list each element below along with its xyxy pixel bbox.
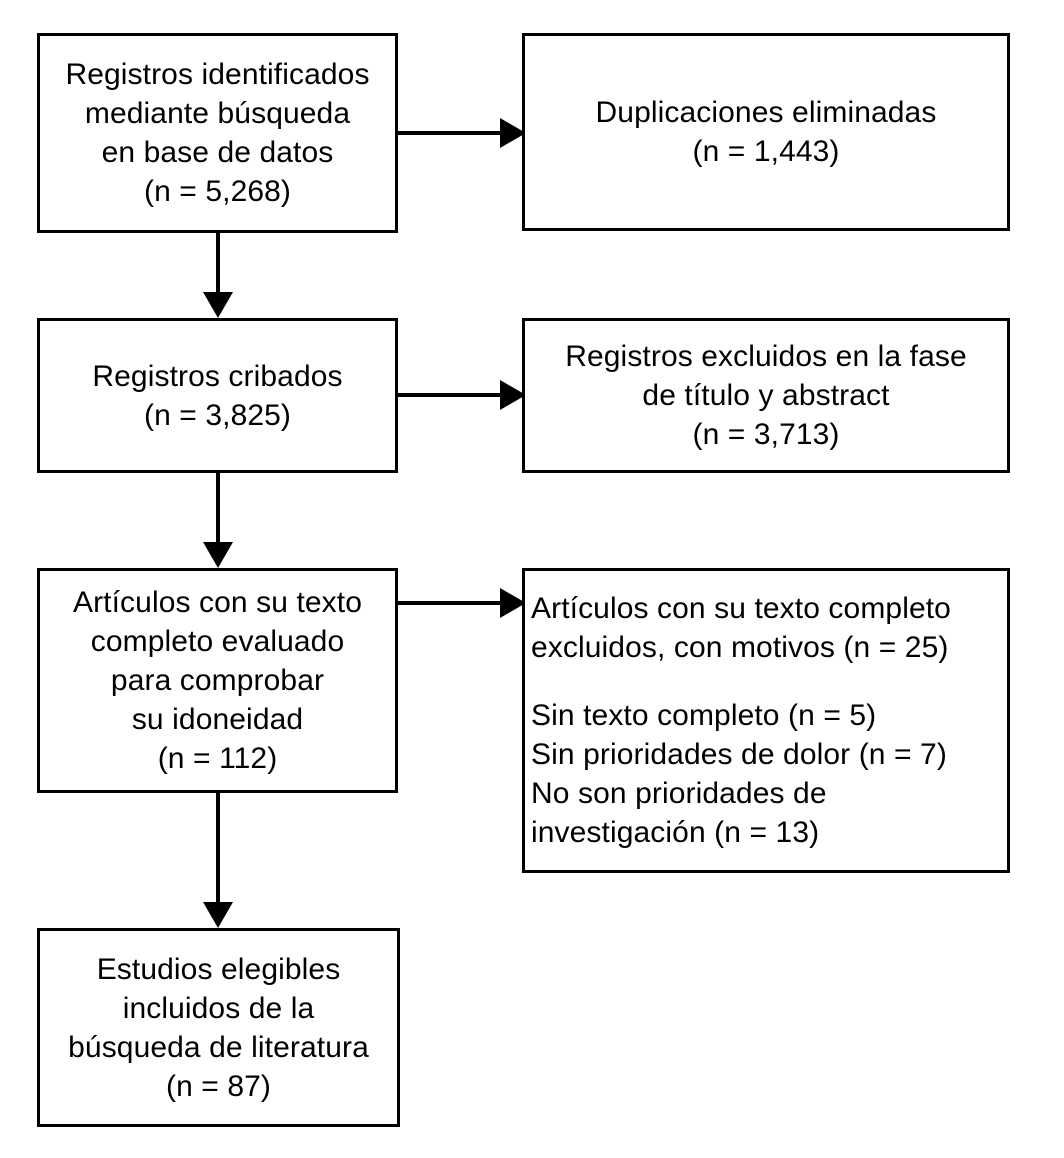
- node-studies-included: Estudios elegibles incluidos de la búsqued…: [37, 928, 400, 1127]
- text-line: (n = 3,825): [143, 398, 292, 432]
- text-line: búsqueda de literatura: [68, 1030, 369, 1064]
- text-line: investigación (n = 13): [531, 815, 820, 849]
- arrow-head-down-icon: [203, 542, 233, 568]
- text-line: de título y abstract: [642, 379, 890, 412]
- arrow-identified-to-screened: [198, 233, 238, 318]
- text-line: para comprobar: [110, 664, 325, 697]
- node-records-identified: Registros identificados mediante búsqueda…: [37, 33, 398, 233]
- text-line: su idoneidad: [131, 703, 304, 736]
- node-fulltext-articles-assessed: Artículos con su texto completo evaluado p…: [37, 568, 398, 793]
- text-line: Registros cribados: [92, 359, 343, 393]
- node-records-screened-text: Registros cribados (n = 3,825): [40, 357, 395, 435]
- text-line: No son prioridades de: [531, 776, 827, 810]
- text-line: Duplicaciones eliminadas: [595, 96, 937, 129]
- arrow-stem: [216, 233, 220, 295]
- node-fulltext-articles-excluded: Artículos con su texto completo excluidos…: [522, 568, 1010, 873]
- arrow-screened-to-excluded: [398, 375, 526, 415]
- node-duplicates-removed: Duplicaciones eliminadas (n = 1,443): [522, 33, 1010, 231]
- arrow-head-right-icon: [500, 380, 526, 410]
- arrow-fulltext-to-included: [198, 793, 238, 928]
- text-line: (n = 3,713): [692, 418, 840, 451]
- text-line: incluidos de la: [122, 991, 315, 1025]
- arrow-stem: [398, 601, 502, 605]
- text-line: Sin prioridades de dolor (n = 7): [531, 737, 947, 771]
- node-records-screened: Registros cribados (n = 3,825): [37, 318, 398, 473]
- text-line: Artículos con su texto completo: [531, 592, 951, 626]
- text-line: en base de datos: [101, 136, 334, 169]
- node-records-excluded-title-abstract-text: Registros excluidos en la fase de título …: [525, 337, 1007, 454]
- text-line: Artículos con su texto: [72, 586, 362, 619]
- text-line: Registros excluidos en la fase: [565, 340, 967, 373]
- arrow-stem: [398, 131, 502, 135]
- node-studies-included-text: Estudios elegibles incluidos de la búsqued…: [40, 950, 397, 1106]
- text-line: (n = 87): [165, 1069, 272, 1103]
- text-line-spacer: [531, 667, 1013, 696]
- arrow-fulltext-to-reasons: [398, 583, 526, 623]
- text-line: (n = 1,443): [692, 135, 840, 168]
- arrow-head-right-icon: [500, 588, 526, 618]
- arrow-head-down-icon: [203, 902, 233, 928]
- node-duplicates-removed-text: Duplicaciones eliminadas (n = 1,443): [525, 93, 1007, 171]
- text-line: (n = 5,268): [143, 175, 292, 208]
- arrow-screened-to-fulltext: [198, 473, 238, 568]
- arrow-head-right-icon: [500, 118, 526, 148]
- arrow-stem: [216, 473, 220, 545]
- text-line: Registros identificados: [65, 58, 370, 91]
- arrow-head-down-icon: [203, 292, 233, 318]
- arrow-stem: [398, 393, 502, 397]
- arrow-stem: [216, 793, 220, 905]
- text-line: (n = 112): [157, 742, 278, 775]
- text-line: excluidos, con motivos (n = 25): [531, 631, 949, 665]
- node-records-excluded-title-abstract: Registros excluidos en la fase de título …: [522, 318, 1010, 473]
- node-records-identified-text: Registros identificados mediante búsqueda…: [40, 55, 395, 211]
- text-line: Estudios elegibles: [96, 952, 341, 986]
- text-line: completo evaluado: [90, 625, 345, 658]
- text-line: Sin texto completo (n = 5): [531, 698, 877, 732]
- text-line: mediante búsqueda: [84, 97, 351, 130]
- node-fulltext-articles-excluded-text: Artículos con su texto completo excluidos…: [509, 589, 1023, 852]
- arrow-identified-to-duplicates: [398, 113, 526, 153]
- node-fulltext-articles-assessed-text: Artículos con su texto completo evaluado p…: [40, 583, 395, 778]
